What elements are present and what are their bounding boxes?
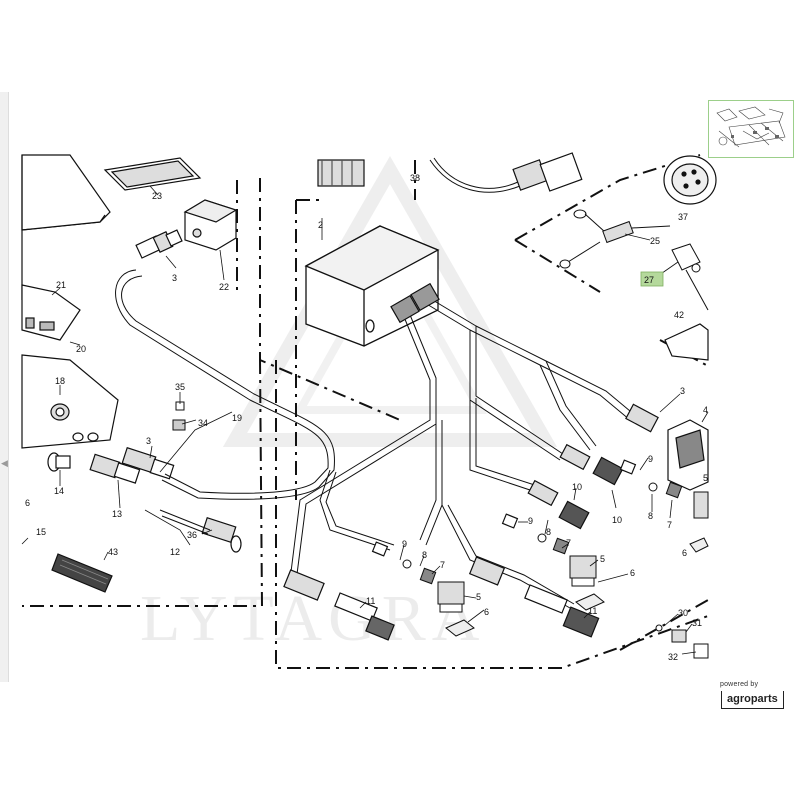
part-2-junction-box[interactable] bbox=[304, 225, 440, 347]
callout-10b[interactable]: 10 bbox=[612, 515, 622, 525]
part-connector-38b[interactable] bbox=[512, 152, 583, 192]
callout-32[interactable]: 32 bbox=[668, 652, 678, 662]
callout-18[interactable]: 18 bbox=[55, 376, 65, 386]
part-4-relay-socket[interactable] bbox=[667, 419, 709, 491]
part-43-strip[interactable] bbox=[51, 553, 113, 593]
left-scroll-strip[interactable]: ◀ bbox=[0, 92, 9, 682]
callout-22[interactable]: 22 bbox=[219, 282, 229, 292]
part-housing-top[interactable] bbox=[21, 154, 111, 300]
callout-31[interactable]: 31 bbox=[692, 618, 702, 628]
callout-42[interactable]: 42 bbox=[674, 310, 684, 320]
part-3-connector-a[interactable] bbox=[135, 229, 183, 259]
powered-by-label: powered by bbox=[720, 681, 759, 688]
callout-11b[interactable]: 11 bbox=[588, 606, 597, 616]
harness-main bbox=[289, 295, 637, 609]
callout-6b[interactable]: 6 bbox=[682, 548, 687, 558]
part-42-plate[interactable] bbox=[664, 323, 709, 361]
callout-5b[interactable]: 5 bbox=[600, 554, 605, 564]
callout-9a[interactable]: 9 bbox=[648, 454, 653, 464]
callout-19[interactable]: 19 bbox=[232, 413, 242, 423]
part-36-end-connector[interactable] bbox=[201, 517, 242, 553]
callout-27[interactable]: 27 bbox=[644, 275, 654, 285]
part-22-socket-box[interactable] bbox=[183, 199, 238, 251]
callout-8c[interactable]: 8 bbox=[422, 550, 427, 560]
agroparts-logo[interactable]: agroparts bbox=[721, 691, 784, 709]
callout-9b[interactable]: 9 bbox=[528, 516, 533, 526]
callout-38[interactable]: 38 bbox=[410, 173, 420, 183]
callout-11a[interactable]: 11 bbox=[366, 596, 375, 606]
callout-36[interactable]: 36 bbox=[187, 530, 197, 540]
thumbnail-preview bbox=[716, 106, 786, 148]
part-37-round-connector[interactable] bbox=[663, 155, 717, 205]
callout-labels: 23 22 3 21 20 18 6 14 13 3 35 34 19 15 4… bbox=[25, 173, 708, 662]
callout-43[interactable]: 43 bbox=[108, 547, 118, 557]
callout-3b[interactable]: 3 bbox=[146, 436, 151, 446]
callout-7a[interactable]: 7 bbox=[667, 520, 672, 530]
part-21-circuit-board[interactable] bbox=[21, 284, 81, 341]
highlighted-callout-27 bbox=[640, 271, 664, 287]
leader-lines bbox=[21, 185, 709, 655]
part-housing-lower[interactable] bbox=[21, 354, 119, 449]
overview-thumbnail[interactable] bbox=[708, 100, 794, 158]
callout-4[interactable]: 4 bbox=[703, 405, 708, 415]
callout-10a[interactable]: 10 bbox=[572, 482, 582, 492]
callout-9c[interactable]: 9 bbox=[402, 539, 407, 549]
callout-8a[interactable]: 8 bbox=[648, 511, 653, 521]
part-27-sensor[interactable] bbox=[671, 243, 709, 311]
cable-38 bbox=[429, 157, 521, 193]
callout-8b[interactable]: 8 bbox=[546, 527, 551, 537]
callout-6[interactable]: 6 bbox=[25, 498, 30, 508]
part-23-cover[interactable] bbox=[103, 157, 202, 191]
part-35-34-clip[interactable] bbox=[172, 401, 186, 431]
part-25-ground-cable[interactable] bbox=[559, 209, 671, 269]
part-38-connector-top[interactable] bbox=[317, 159, 365, 187]
callout-6c[interactable]: 6 bbox=[630, 568, 635, 578]
callout-2[interactable]: 2 bbox=[318, 220, 323, 230]
callout-37[interactable]: 37 bbox=[678, 212, 688, 222]
callout-7c[interactable]: 7 bbox=[440, 560, 445, 570]
callout-7b[interactable]: 7 bbox=[566, 538, 571, 548]
callout-34[interactable]: 34 bbox=[198, 418, 208, 428]
callout-20[interactable]: 20 bbox=[76, 344, 86, 354]
small-parts[interactable] bbox=[402, 481, 709, 659]
harness-connectors[interactable] bbox=[283, 282, 659, 641]
callout-21[interactable]: 21 bbox=[56, 280, 66, 290]
chevron-left-icon[interactable]: ◀ bbox=[1, 458, 8, 468]
callout-6d[interactable]: 6 bbox=[484, 607, 489, 617]
callout-3[interactable]: 3 bbox=[172, 273, 177, 283]
callout-14[interactable]: 14 bbox=[54, 486, 64, 496]
callout-23[interactable]: 23 bbox=[152, 191, 162, 201]
callout-30[interactable]: 30 bbox=[678, 608, 688, 618]
callout-13[interactable]: 13 bbox=[112, 509, 122, 519]
callout-35[interactable]: 35 bbox=[175, 382, 185, 392]
callout-5a[interactable]: 5 bbox=[703, 473, 708, 483]
callout-15[interactable]: 15 bbox=[36, 527, 46, 537]
part-13-connector[interactable] bbox=[89, 453, 141, 484]
callout-3c[interactable]: 3 bbox=[680, 386, 685, 396]
harness-left-loop bbox=[115, 269, 335, 535]
section-boundaries bbox=[22, 154, 709, 669]
callout-25[interactable]: 25 bbox=[650, 236, 660, 246]
callout-5c[interactable]: 5 bbox=[476, 592, 481, 602]
callout-12[interactable]: 12 bbox=[170, 547, 180, 557]
part-14-plug[interactable] bbox=[47, 452, 71, 472]
